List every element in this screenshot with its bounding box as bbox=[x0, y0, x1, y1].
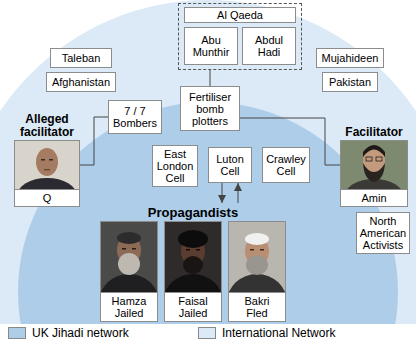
portrait-bakri bbox=[229, 222, 285, 292]
group-box: Al QaedaAbu Munthir Abdul Hadi bbox=[178, 3, 302, 70]
photo-caption: Q bbox=[15, 189, 79, 206]
box-label: Abu Munthir bbox=[187, 34, 235, 58]
portrait-hamza bbox=[101, 222, 157, 292]
connector bbox=[238, 183, 239, 203]
box-label: Mujahideen bbox=[319, 52, 381, 64]
process-box: 7 / 7 Bombers bbox=[108, 100, 162, 134]
connector bbox=[222, 183, 223, 203]
box-label: North American Activists bbox=[359, 215, 407, 251]
photo-caption: Hamza Jailed bbox=[101, 292, 157, 321]
box-label: Abdul Hadi bbox=[245, 34, 293, 58]
portrait-faisal bbox=[165, 222, 221, 292]
portrait-q bbox=[15, 141, 79, 189]
box-label: Crawley Cell bbox=[265, 153, 307, 177]
box-label: 7 / 7 Bombers bbox=[111, 105, 159, 129]
box-label: Taleban bbox=[53, 52, 109, 64]
photo-frame: Alleged facilitatorQ bbox=[14, 140, 80, 207]
connector bbox=[210, 70, 211, 86]
photo-heading: Alleged facilitator bbox=[11, 113, 83, 139]
photo-heading: Facilitator bbox=[337, 126, 411, 139]
process-box: Fertiliser bomb plotters bbox=[180, 86, 240, 131]
box-label: Fertiliser bomb plotters bbox=[183, 91, 237, 127]
process-box: Pakistan bbox=[322, 72, 378, 92]
box-label: East London Cell bbox=[155, 148, 195, 184]
group-heading-box: Al Qaeda bbox=[184, 7, 296, 23]
process-box: Abdul Hadi bbox=[242, 27, 296, 65]
legend-ground bbox=[0, 324, 416, 346]
box-label: Pakistan bbox=[325, 76, 375, 88]
legend-label: UK Jihadi network bbox=[32, 326, 129, 340]
photo-group: PropagandistsHamza Jailed Faisal Jailed Ba… bbox=[100, 203, 286, 323]
process-box: Abu Munthir bbox=[184, 27, 238, 65]
photo-frame: FacilitatorAmin bbox=[340, 140, 408, 207]
process-box: Luton Cell bbox=[208, 147, 252, 183]
photo-frame: Faisal Jailed bbox=[164, 221, 222, 322]
uk-region bbox=[18, 102, 398, 346]
photo-frame: Hamza Jailed bbox=[100, 221, 158, 322]
process-box: East London Cell bbox=[152, 145, 198, 187]
legend-swatch bbox=[198, 327, 216, 339]
portrait-amin bbox=[341, 141, 407, 189]
connector bbox=[80, 117, 108, 165]
photo-frame: Bakri Fled bbox=[228, 221, 286, 322]
box-label: Afghanistan bbox=[49, 76, 113, 88]
process-box: North American Activists bbox=[356, 212, 410, 254]
photo-caption: Bakri Fled bbox=[229, 292, 285, 321]
process-box: Taleban bbox=[50, 48, 112, 68]
photo-caption: Amin bbox=[341, 189, 407, 206]
process-box: Crawley Cell bbox=[262, 147, 310, 183]
photo-caption: Faisal Jailed bbox=[165, 292, 221, 321]
box-label: Luton Cell bbox=[211, 153, 249, 177]
legend-swatch bbox=[8, 327, 26, 339]
group-heading: Propagandists bbox=[100, 203, 286, 220]
process-box: Mujahideen bbox=[316, 48, 384, 68]
process-box: Afghanistan bbox=[46, 72, 116, 92]
legend-label: International Network bbox=[222, 326, 335, 340]
